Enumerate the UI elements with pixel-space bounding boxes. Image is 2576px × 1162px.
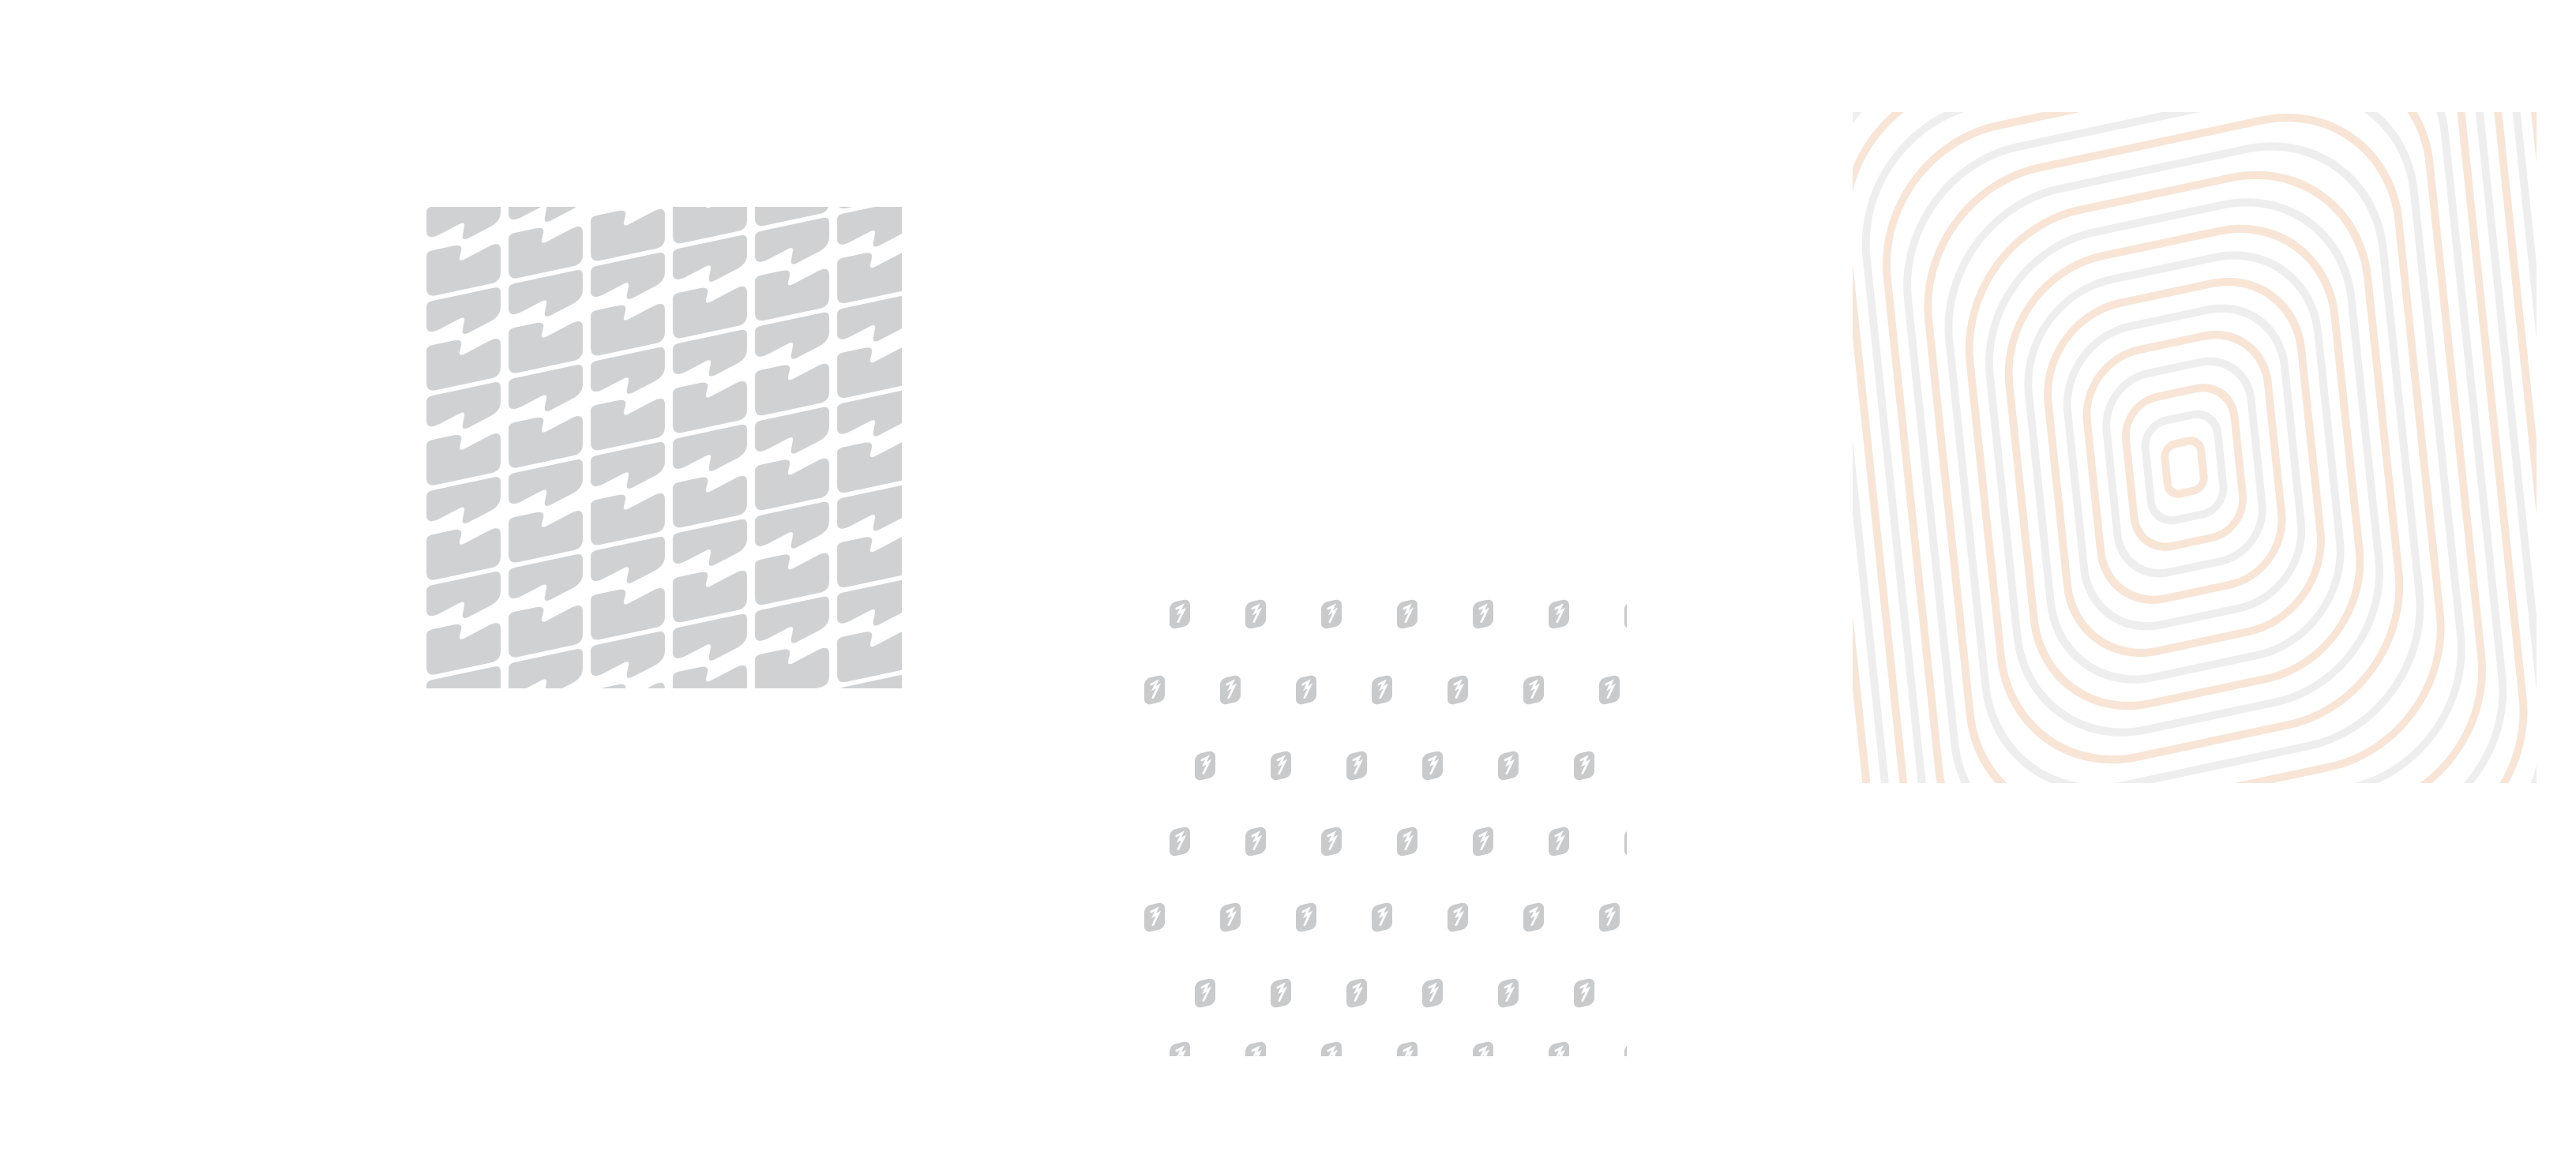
concentric-rings-tile — [1853, 112, 2537, 783]
ring — [1861, 112, 2507, 783]
ring — [1944, 142, 2424, 783]
glyph-mark — [1624, 1041, 1627, 1056]
glyph-mark — [1372, 902, 1392, 932]
glyph-mark — [1144, 675, 1165, 705]
glyph-mark — [1220, 902, 1241, 932]
glyph-mark — [1220, 675, 1241, 705]
ring — [2004, 224, 2364, 710]
glyph-mark — [1574, 751, 1594, 781]
glyph-mark — [1296, 902, 1316, 932]
glyph-mark — [1321, 599, 1342, 629]
glyph-mark — [1245, 599, 1266, 629]
glyph-mark — [1170, 599, 1190, 629]
ring — [2161, 437, 2208, 498]
glyph-mark — [1473, 599, 1493, 629]
glyph-mark — [1195, 751, 1215, 781]
glyph-mark — [1498, 978, 1519, 1008]
glyph-mark — [1346, 751, 1367, 781]
glyph-mark — [1599, 675, 1620, 705]
glyph-mark — [1245, 1041, 1266, 1056]
glyph-mark — [1473, 1041, 1493, 1056]
glyph-mark — [1624, 599, 1627, 629]
ring — [2063, 304, 2306, 631]
glyph-mark — [1574, 978, 1594, 1008]
glyph-mark — [1448, 902, 1468, 932]
glyph-mark — [1397, 827, 1418, 857]
glyph-mark — [1144, 902, 1165, 932]
glyph-mark — [1245, 827, 1266, 857]
glyph-mark — [1321, 827, 1342, 857]
glyph-mark — [1549, 1041, 1569, 1056]
ring — [2141, 410, 2228, 525]
wave-pattern-svg — [422, 207, 902, 688]
glyph-mark — [1372, 675, 1392, 705]
glyph-mark — [1422, 978, 1443, 1008]
ring — [1903, 112, 2465, 783]
ring — [2044, 277, 2325, 658]
wave-pattern-tile — [422, 207, 902, 688]
glyph-mark — [1321, 1041, 1342, 1056]
glyph-mark — [1397, 1041, 1418, 1056]
glyph-mark — [1523, 902, 1544, 932]
glyph-mark — [1296, 675, 1316, 705]
rings-svg — [1853, 112, 2537, 783]
ring — [2121, 384, 2247, 551]
ring — [1853, 112, 2537, 783]
glyph-mark — [1195, 978, 1215, 1008]
glyph-mark — [1624, 827, 1627, 857]
glyph-mark — [1271, 978, 1291, 1008]
glyph-mark — [1170, 827, 1190, 857]
glyph-mark — [1523, 675, 1544, 705]
ring — [1924, 113, 2445, 783]
ring — [1853, 112, 2537, 783]
glyph-mark — [1549, 827, 1569, 857]
ring — [2024, 251, 2345, 684]
glyph-mark — [1473, 827, 1493, 857]
ring — [1883, 112, 2486, 783]
glyph-mark — [1599, 902, 1620, 932]
glyph-mark — [1498, 751, 1519, 781]
ring — [2102, 357, 2266, 578]
glyph-mark — [1549, 599, 1569, 629]
dotted-glyph-pattern-tile — [1137, 590, 1627, 1056]
glyph-grid-svg — [1144, 599, 1627, 1056]
glyph-mark — [1271, 751, 1291, 781]
ring — [1853, 112, 2528, 783]
glyph-mark — [1422, 751, 1443, 781]
ring — [2082, 331, 2286, 604]
ring — [1985, 198, 2383, 737]
ring — [1965, 171, 2404, 764]
glyph-mark — [1448, 675, 1468, 705]
glyph-mark — [1170, 1041, 1190, 1056]
glyph-mark — [1397, 599, 1418, 629]
glyph-mark — [1346, 978, 1367, 1008]
